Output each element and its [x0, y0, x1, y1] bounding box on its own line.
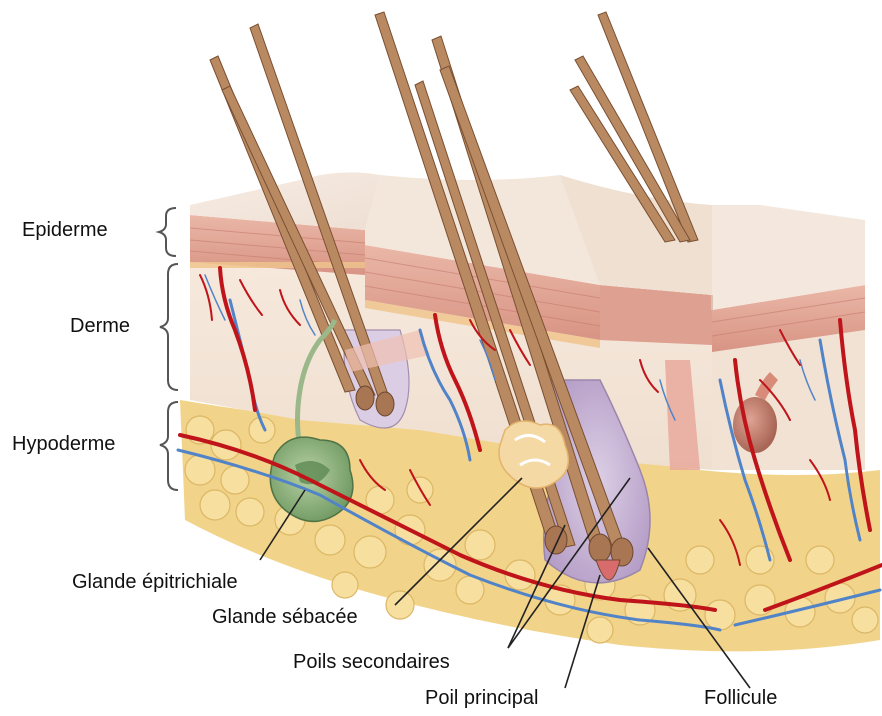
label-poils-secondaires: Poils secondaires — [293, 652, 450, 672]
epiderme-bracket — [159, 208, 176, 256]
label-epiderme: Epiderme — [22, 220, 108, 240]
label-glande-sebacee: Glande sébacée — [212, 607, 358, 627]
label-poil-principal: Poil principal — [425, 688, 538, 708]
derme-bracket — [160, 264, 178, 390]
label-glande-epitrichiale: Glande épitrichiale — [72, 572, 238, 592]
label-follicule: Follicule — [704, 688, 777, 708]
hypoderme-bracket — [160, 402, 178, 490]
layer-brackets — [159, 208, 178, 490]
label-derme: Derme — [70, 316, 130, 336]
label-hypoderme: Hypoderme — [12, 434, 115, 454]
